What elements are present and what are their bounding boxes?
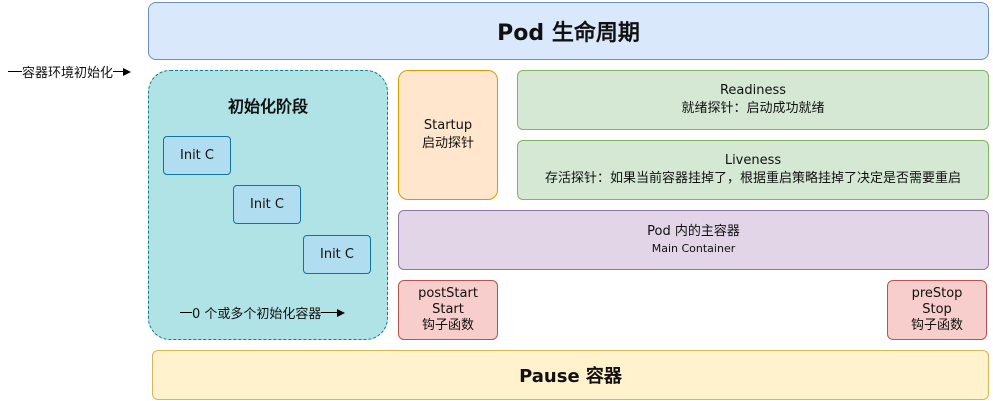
liveness-probe-name: Liveness [724,153,782,168]
init-count-arrow: 0 个或多个初始化容器 [180,303,346,322]
init-count-arrow-line-right [321,312,338,313]
main-container: Pod 内的主容器 Main Container [398,210,989,270]
init-container-1: Init C [163,136,231,175]
post-start-hook-desc: 钩子函数 [421,318,474,333]
startup-probe: Startup 启动探针 [398,70,498,200]
arrow-right-icon [337,308,346,317]
env-init-arrow-line-right [113,71,124,72]
post-start-hook: postStart Start 钩子函数 [398,280,498,340]
init-stage-title: 初始化阶段 [227,97,308,116]
pre-stop-hook: preStop Stop 钩子函数 [887,280,987,340]
pause-container: Pause 容器 [152,350,989,400]
pod-lifecycle-title-text: Pod 生命周期 [497,21,640,46]
init-count-arrow-line-left [180,312,192,313]
startup-probe-desc: 启动探针 [421,136,474,151]
post-start-hook-name: postStart [418,286,478,301]
main-container-subtitle: Main Container [651,242,736,255]
init-count-label: 0 个或多个初始化容器 [192,307,322,322]
liveness-probe-desc: 存活探针：如果当前容器挂掉了，根据重启策略挂掉了决定是否需要重启 [544,171,961,186]
post-start-hook-event: Start [432,302,464,317]
init-container-3: Init C [303,235,371,274]
env-init-arrow: 容器环境初始化 [8,62,132,81]
readiness-probe-desc: 就绪探针：启动成功就绪 [681,101,825,116]
pause-container-label: Pause 容器 [519,366,622,387]
pre-stop-hook-desc: 钩子函数 [910,318,963,333]
arrow-right-icon [123,67,132,76]
liveness-probe: Liveness 存活探针：如果当前容器挂掉了，根据重启策略挂掉了决定是否需要重… [517,140,989,200]
pre-stop-hook-event: Stop [922,302,952,317]
env-init-label: 容器环境初始化 [22,66,114,81]
init-container-2: Init C [233,185,301,224]
readiness-probe-name: Readiness [719,83,787,98]
pod-lifecycle-title: Pod 生命周期 [148,2,989,60]
init-container-label: Init C [320,247,354,262]
main-container-title: Pod 内的主容器 [647,224,740,239]
env-init-arrow-line-left [8,71,22,72]
pre-stop-hook-name: preStop [911,286,963,301]
startup-probe-name: Startup [423,118,473,133]
init-container-label: Init C [180,148,214,163]
init-container-label: Init C [250,197,284,212]
readiness-probe: Readiness 就绪探针：启动成功就绪 [517,70,989,130]
